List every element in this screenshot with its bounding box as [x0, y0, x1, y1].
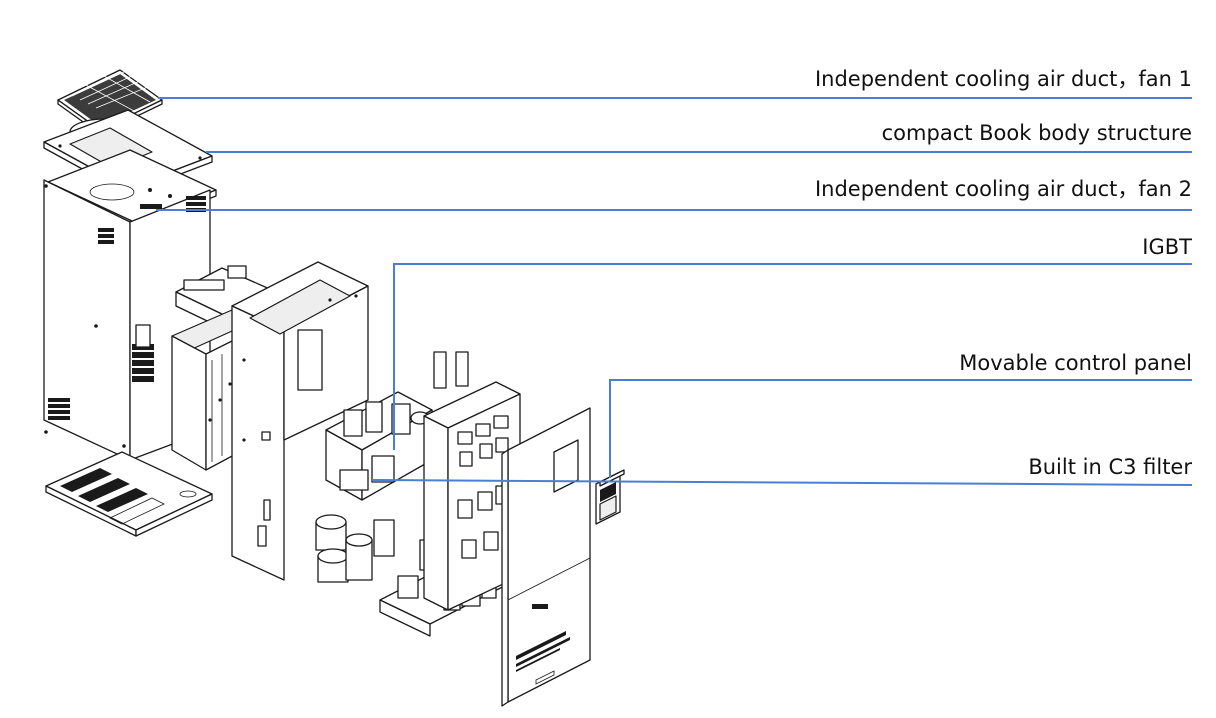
callout-labels: Independent cooling air duct，fan 1 compa… [815, 67, 1192, 479]
movable-control-panel [595, 469, 625, 525]
dc-bus-capacitors [315, 514, 395, 583]
exploded-assembly-drawing [43, 69, 625, 707]
bottom-base-plate [45, 451, 213, 537]
label-book: compact Book body structure [882, 121, 1192, 145]
label-panel: Movable control panel [959, 351, 1192, 375]
leader-line-filter [371, 479, 1193, 486]
leader-lines [156, 97, 1193, 486]
leader-line-panel [609, 379, 1192, 478]
label-fan2: Independent cooling air duct，fan 2 [815, 177, 1192, 201]
igbt-power-board [325, 391, 433, 501]
mounting-frame [231, 261, 369, 581]
label-fan1: Independent cooling air duct，fan 1 [815, 67, 1192, 91]
label-filter: Built in C3 filter [1028, 455, 1192, 479]
leader-line-igbt [393, 263, 1192, 450]
label-igbt: IGBT [1142, 235, 1192, 259]
front-cover [501, 407, 591, 707]
